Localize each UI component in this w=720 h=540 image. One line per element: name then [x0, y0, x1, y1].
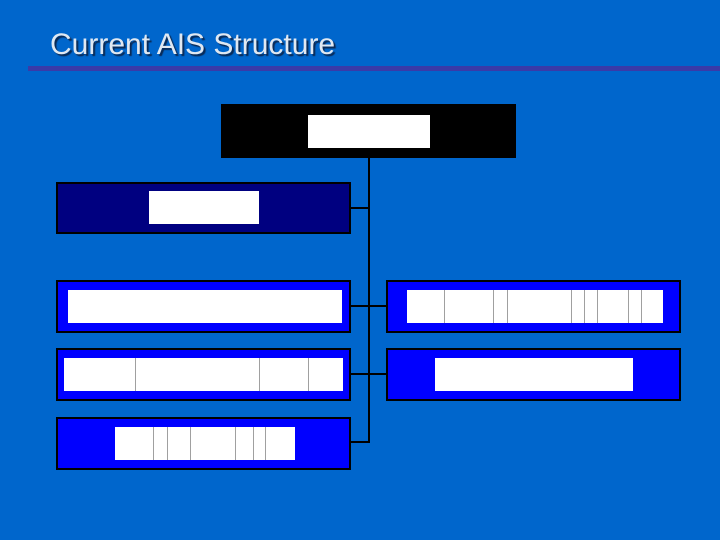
label-segment-divider: [265, 427, 266, 460]
node-root: [221, 104, 516, 158]
connector-trunk: [368, 157, 370, 443]
label-segment-divider: [571, 290, 572, 323]
label-segment-divider: [507, 290, 508, 323]
label-segment-divider: [444, 290, 445, 323]
node-left-3-label: [115, 427, 295, 460]
slide-title: Current AIS Structure: [50, 28, 336, 61]
node-left-1: [56, 280, 351, 333]
label-segment-divider: [135, 358, 136, 391]
node-right-2: [386, 348, 681, 401]
connector-left-1: [350, 305, 369, 307]
node-root-label: [308, 115, 430, 148]
label-segment-divider: [190, 427, 191, 460]
label-segment-divider: [584, 290, 585, 323]
node-staff: [56, 182, 351, 234]
node-left-3: [56, 417, 351, 470]
connector-left-3: [350, 441, 369, 443]
label-segment-divider: [308, 358, 309, 391]
node-right-1: [386, 280, 681, 333]
title-underline: [28, 66, 720, 71]
label-segment-divider: [628, 290, 629, 323]
node-right-1-label: [407, 290, 663, 323]
label-segment-divider: [641, 290, 642, 323]
label-segment-divider: [259, 358, 260, 391]
node-staff-label: [149, 191, 259, 224]
label-segment-divider: [597, 290, 598, 323]
node-left-1-label: [68, 290, 342, 323]
label-segment-divider: [235, 427, 236, 460]
connector-staff: [350, 207, 369, 209]
node-left-2-label: [64, 358, 343, 391]
node-left-2: [56, 348, 351, 401]
label-segment-divider: [167, 427, 168, 460]
label-segment-divider: [153, 427, 154, 460]
connector-right-1: [369, 305, 388, 307]
node-right-2-label: [435, 358, 633, 391]
label-segment-divider: [493, 290, 494, 323]
connector-left-2: [350, 373, 369, 375]
connector-right-2: [369, 373, 388, 375]
label-segment-divider: [253, 427, 254, 460]
